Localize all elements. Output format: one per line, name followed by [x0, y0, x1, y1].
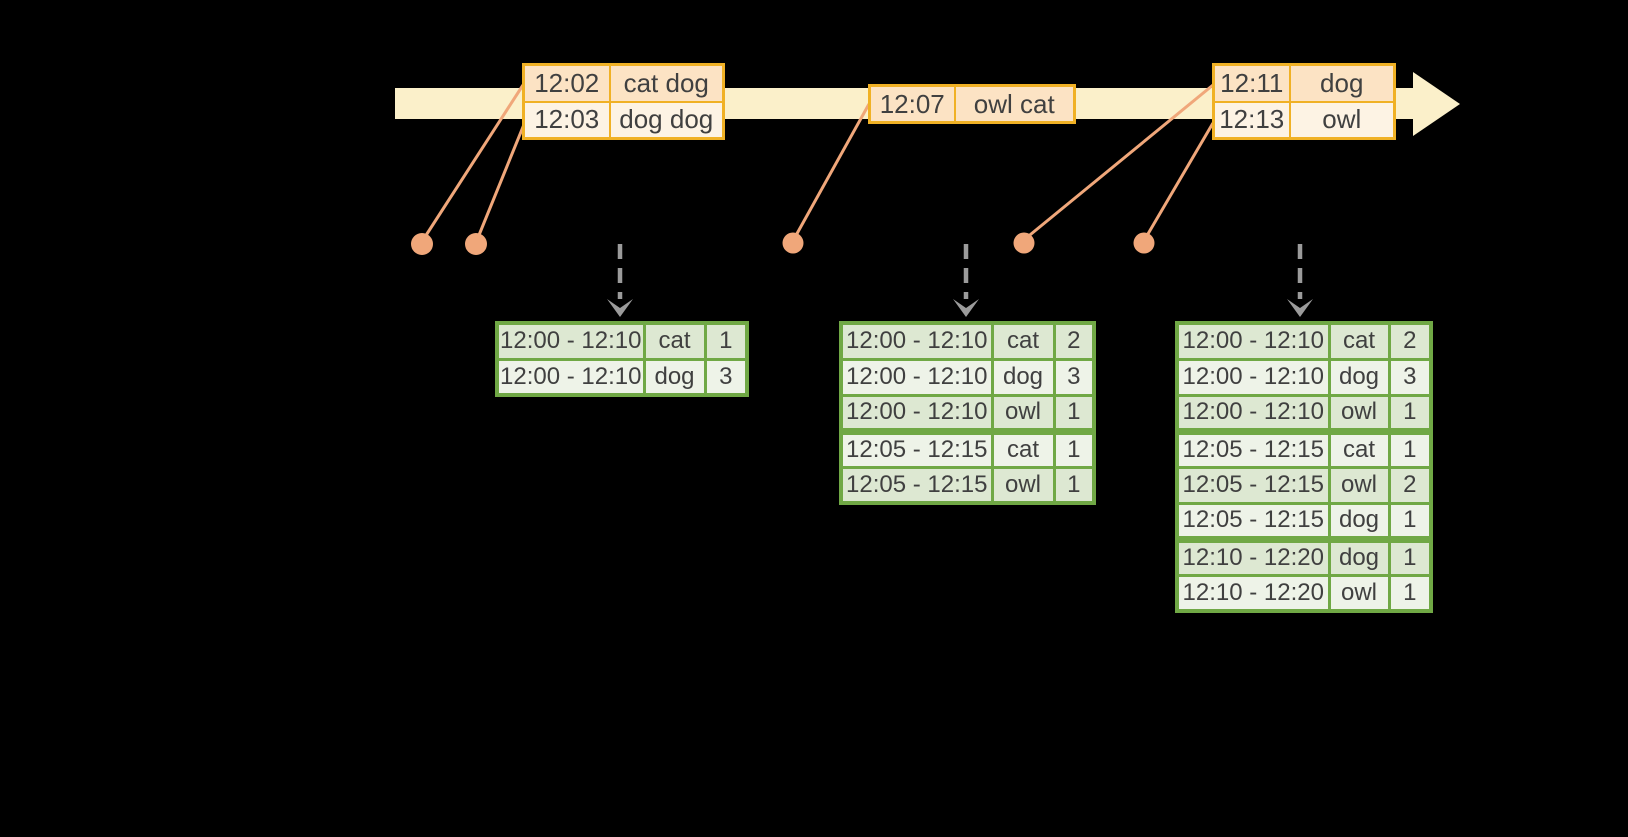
- result-row: 12:05 - 12:15 cat 1: [839, 427, 1096, 469]
- result-row: 12:05 - 12:15 owl 1: [839, 465, 1096, 505]
- result-row: 12:00 - 12:10 dog 3: [839, 357, 1096, 397]
- word-cell: dog: [1327, 501, 1391, 541]
- event-dot-icon: [411, 233, 433, 255]
- connector-line: [1024, 83, 1214, 241]
- count-cell: 3: [1387, 357, 1433, 397]
- result-row: 12:05 - 12:15 owl 2: [1175, 465, 1433, 505]
- result-table-3: 12:00 - 12:10 cat 2 12:00 - 12:10 dog 3 …: [1175, 321, 1433, 613]
- window-cell: 12:05 - 12:15: [1175, 427, 1331, 469]
- count-cell: 3: [1052, 357, 1096, 397]
- window-cell: 12:05 - 12:15: [839, 427, 994, 469]
- event-time-cell: 12:11: [1212, 63, 1291, 103]
- result-row: 12:10 - 12:20 owl 1: [1175, 573, 1433, 613]
- word-cell: cat: [642, 321, 707, 361]
- connector-line: [792, 103, 871, 240]
- count-cell: 1: [1052, 393, 1096, 433]
- window-cell: 12:00 - 12:10: [839, 321, 994, 361]
- trigger-arrowhead-icon: [1287, 299, 1313, 317]
- window-cell: 12:05 - 12:15: [1175, 465, 1331, 505]
- event-table-3: 12:11 dog 12:13 owl: [1212, 63, 1396, 140]
- result-row: 12:00 - 12:10 dog 3: [495, 357, 749, 397]
- result-table-1: 12:00 - 12:10 cat 1 12:00 - 12:10 dog 3: [495, 321, 749, 397]
- result-row: 12:00 - 12:10 owl 1: [1175, 393, 1433, 433]
- word-cell: dog: [642, 357, 707, 397]
- word-cell: owl: [1327, 393, 1391, 433]
- count-cell: 1: [1052, 427, 1096, 469]
- result-row: 12:10 - 12:20 dog 1: [1175, 535, 1433, 577]
- count-cell: 2: [1387, 465, 1433, 505]
- count-cell: 3: [703, 357, 749, 397]
- count-cell: 1: [1387, 427, 1433, 469]
- count-cell: 1: [1387, 535, 1433, 577]
- word-cell: owl: [990, 465, 1056, 505]
- word-cell: owl: [990, 393, 1056, 433]
- event-words-cell: owl cat: [953, 84, 1076, 124]
- window-cell: 12:00 - 12:10: [495, 357, 646, 397]
- count-cell: 1: [1387, 501, 1433, 541]
- window-cell: 12:00 - 12:10: [839, 357, 994, 397]
- connector-line: [1143, 122, 1215, 240]
- event-words-cell: owl: [1288, 100, 1396, 140]
- event-table-1: 12:02 cat dog 12:03 dog dog: [522, 63, 725, 140]
- result-row: 12:00 - 12:10 dog 3: [1175, 357, 1433, 397]
- window-cell: 12:10 - 12:20: [1175, 573, 1331, 613]
- word-cell: cat: [990, 321, 1056, 361]
- event-dot-icon: [465, 233, 487, 255]
- event-dot-icon: [1013, 232, 1035, 254]
- event-row: 12:11 dog: [1212, 63, 1396, 103]
- event-time-cell: 12:02: [522, 63, 611, 103]
- event-time-cell: 12:13: [1212, 100, 1291, 140]
- timeline-arrowhead-icon: [1413, 72, 1460, 136]
- word-cell: cat: [1327, 321, 1391, 361]
- result-row: 12:00 - 12:10 cat 1: [495, 321, 749, 361]
- trigger-arrowhead-icon: [607, 299, 633, 317]
- count-cell: 1: [1387, 573, 1433, 613]
- result-row: 12:00 - 12:10 cat 2: [1175, 321, 1433, 361]
- count-cell: 1: [703, 321, 749, 361]
- event-row: 12:03 dog dog: [522, 100, 725, 140]
- event-time-cell: 12:03: [522, 100, 611, 140]
- result-row: 12:00 - 12:10 owl 1: [839, 393, 1096, 433]
- result-table-2: 12:00 - 12:10 cat 2 12:00 - 12:10 dog 3 …: [839, 321, 1096, 505]
- word-cell: cat: [990, 427, 1056, 469]
- result-row: 12:00 - 12:10 cat 2: [839, 321, 1096, 361]
- count-cell: 1: [1052, 465, 1096, 505]
- result-row: 12:05 - 12:15 dog 1: [1175, 501, 1433, 541]
- event-words-cell: cat dog: [608, 63, 725, 103]
- count-cell: 2: [1052, 321, 1096, 361]
- event-dot-icon: [782, 232, 804, 254]
- window-cell: 12:00 - 12:10: [1175, 357, 1331, 397]
- window-cell: 12:05 - 12:15: [839, 465, 994, 505]
- window-cell: 12:00 - 12:10: [1175, 393, 1331, 433]
- word-cell: cat: [1327, 427, 1391, 469]
- count-cell: 2: [1387, 321, 1433, 361]
- event-dot-icon: [1133, 232, 1155, 254]
- word-cell: dog: [1327, 535, 1391, 577]
- event-words-cell: dog: [1288, 63, 1396, 103]
- event-row: 12:13 owl: [1212, 100, 1396, 140]
- word-cell: owl: [1327, 465, 1391, 505]
- trigger-arrowhead-icon: [953, 299, 979, 317]
- event-words-cell: dog dog: [608, 100, 725, 140]
- window-cell: 12:10 - 12:20: [1175, 535, 1331, 577]
- window-cell: 12:00 - 12:10: [1175, 321, 1331, 361]
- window-cell: 12:00 - 12:10: [495, 321, 646, 361]
- window-cell: 12:05 - 12:15: [1175, 501, 1331, 541]
- event-table-2: 12:07 owl cat: [868, 84, 1076, 124]
- event-row: 12:07 owl cat: [868, 84, 1076, 124]
- connector-line: [421, 84, 525, 241]
- count-cell: 1: [1387, 393, 1433, 433]
- word-cell: dog: [990, 357, 1056, 397]
- event-time-cell: 12:07: [868, 84, 956, 124]
- result-row: 12:05 - 12:15 cat 1: [1175, 427, 1433, 469]
- window-cell: 12:00 - 12:10: [839, 393, 994, 433]
- word-cell: dog: [1327, 357, 1391, 397]
- word-cell: owl: [1327, 573, 1391, 613]
- event-row: 12:02 cat dog: [522, 63, 725, 103]
- connector-line: [475, 121, 527, 241]
